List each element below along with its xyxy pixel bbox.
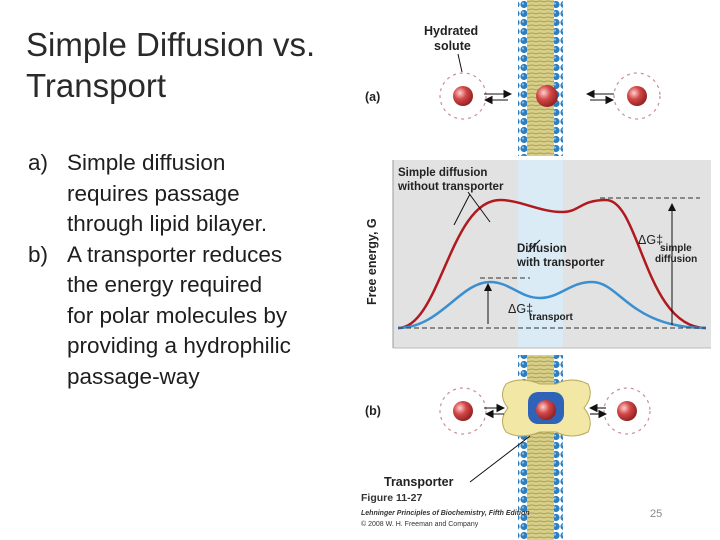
title-line-2: Transport — [26, 67, 166, 104]
solute-left-a — [439, 72, 487, 120]
solute-right-a — [613, 72, 661, 120]
simple-diffusion-curve — [397, 198, 707, 330]
figure-caption-book: Lehninger Principles of Biochemistry, Fi… — [361, 510, 530, 517]
bullet-b-marker: b) — [28, 241, 49, 267]
dg-simple-sub-1: simple — [660, 243, 692, 254]
hydrated-label-1: Hydrated — [424, 24, 478, 38]
figure-caption-title: Figure 11-27 — [361, 492, 423, 504]
transport-curve — [397, 280, 707, 330]
bullet-a: a) Simple diffusion requires passage thr… — [28, 148, 348, 240]
bullet-list: a) Simple diffusion requires passage thr… — [28, 148, 348, 392]
figure-caption-copyright: © 2008 W. H. Freeman and Company — [361, 521, 479, 528]
bullet-b-line-1: A transporter reduces — [67, 241, 283, 267]
diffusion-figure: Simple diffusion without transporter Dif… — [365, 0, 711, 540]
graph-label-simple-2: without transporter — [397, 181, 504, 193]
dg-simple-main: ΔG‡ — [638, 233, 663, 247]
hydrated-label-2: solute — [434, 39, 471, 53]
dg-transport-main: ΔG‡ — [508, 302, 533, 316]
bullet-b-line-5: passage-way — [67, 363, 200, 389]
panel-b-label: (b) — [365, 404, 381, 418]
membrane-top — [518, 0, 563, 156]
transporter-protein — [502, 379, 591, 437]
graph-label-transport-2: with transporter — [516, 257, 605, 269]
solute-right-b — [603, 387, 651, 435]
title-line-1: Simple Diffusion vs. — [26, 26, 316, 63]
transporter-label: Transporter — [384, 475, 454, 489]
energy-graph — [392, 160, 711, 349]
slide-title: Simple Diffusion vs. Transport — [26, 24, 356, 106]
graph-label-simple-1: Simple diffusion — [398, 167, 487, 179]
dg-simple-sub-2: diffusion — [655, 254, 697, 265]
page-number: 25 — [650, 508, 663, 520]
bullet-b-line-2: the energy required — [67, 272, 263, 297]
bullet-b-line-3: for polar molecules by — [67, 302, 288, 328]
solute-center-a — [536, 85, 558, 107]
bullet-a-line-3: through lipid bilayer. — [67, 211, 268, 236]
bullet-b: b) A transporter reduces the energy requ… — [28, 240, 348, 393]
graph-label-transport-1: Diffusion — [517, 243, 567, 255]
bullet-a-marker: a) — [28, 150, 49, 175]
solute-left-b — [439, 387, 487, 435]
bullet-a-line-1: Simple diffusion — [67, 150, 226, 175]
bullet-a-line-2: requires passage — [67, 180, 240, 206]
panel-a-label: (a) — [365, 90, 380, 104]
dg-transport-sub: transport — [529, 312, 574, 323]
bullet-b-line-4: providing a hydrophilic — [67, 333, 291, 358]
y-axis-label: Free energy, G — [365, 218, 379, 305]
